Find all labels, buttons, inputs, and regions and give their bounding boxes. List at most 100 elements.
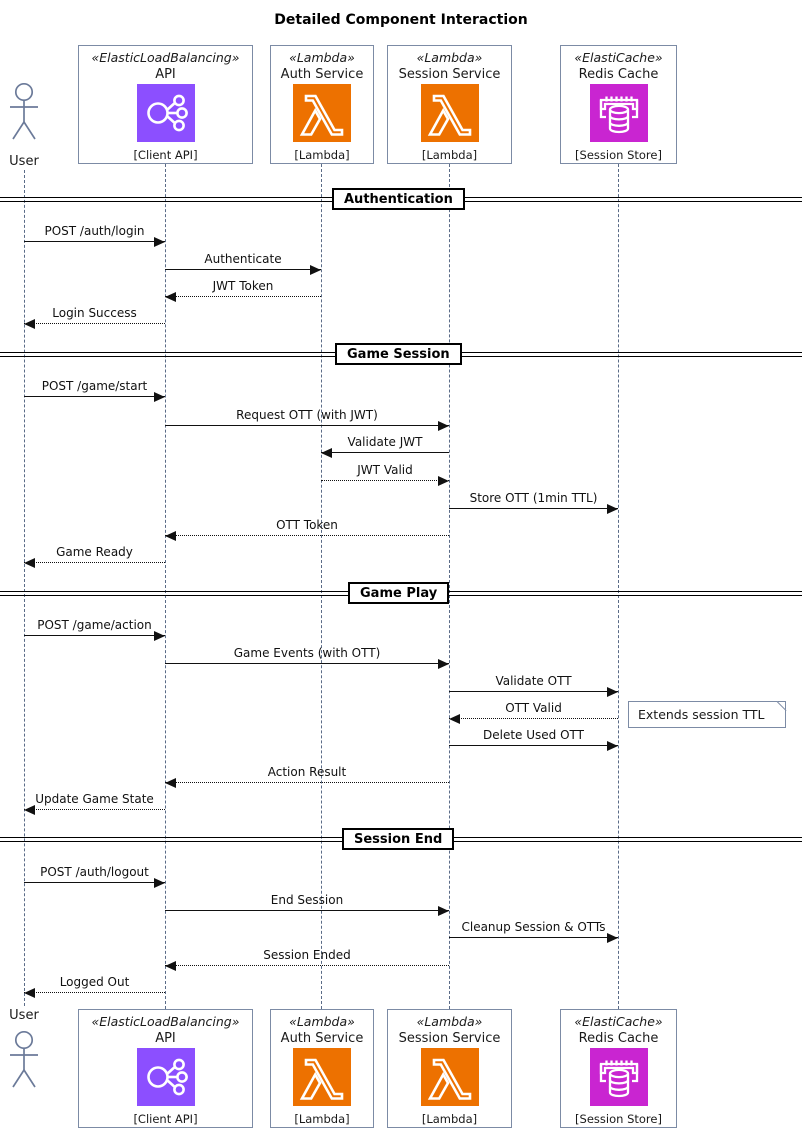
- actor-user-head[interactable]: [6, 81, 42, 147]
- message-arrowhead-3: [24, 319, 35, 329]
- message-arrowhead-1: [310, 265, 321, 275]
- message-line-9: [165, 535, 449, 536]
- message-label-13: Validate OTT: [495, 674, 572, 688]
- participant-tech-label: [Lambda]: [294, 148, 350, 162]
- lifeline-session: [449, 164, 450, 1009]
- message-arrowhead-8: [607, 504, 618, 514]
- aws-lambda-icon: [293, 84, 351, 146]
- participant-session-head[interactable]: «Lambda» Session Service [Lambda]: [387, 45, 512, 164]
- participant-stereotype: «ElasticLoadBalancing»: [91, 50, 240, 65]
- actor-stick-figure-icon: [10, 1030, 38, 1088]
- message-label-19: End Session: [270, 893, 344, 907]
- elastic-load-balancing-icon: [136, 1048, 195, 1106]
- message-label-14: OTT Valid: [505, 701, 562, 715]
- message-line-7: [321, 480, 449, 481]
- participant-api-head[interactable]: «ElasticLoadBalancing» API [Client API]: [78, 45, 253, 164]
- elasticache-redis-icon: [589, 84, 648, 142]
- participant-session-foot[interactable]: «Lambda» Session Service [Lambda]: [387, 1009, 512, 1128]
- message-line-3: [24, 323, 165, 324]
- participant-name: Session Service: [398, 1031, 501, 1046]
- message-arrowhead-17: [24, 805, 35, 815]
- message-arrowhead-9: [165, 531, 176, 541]
- message-arrowhead-12: [438, 659, 449, 669]
- actor-stick-figure-icon: [10, 82, 38, 140]
- message-arrowhead-14: [449, 714, 460, 724]
- message-arrowhead-6: [321, 448, 332, 458]
- message-label-8: Store OTT (1min TTL): [469, 491, 598, 505]
- participant-redis-foot[interactable]: «ElastiCache»Redis Cache [Session Store]: [560, 1009, 677, 1128]
- lifeline-api: [165, 164, 166, 1009]
- message-line-13: [449, 691, 618, 692]
- message-line-10: [24, 562, 165, 563]
- divider-label-3: Session End: [342, 828, 455, 850]
- aws-lambda-icon: [293, 1048, 351, 1106]
- message-arrowhead-22: [24, 988, 35, 998]
- divider-label-1: Game Session: [335, 343, 462, 365]
- participant-tech-label: [Lambda]: [421, 148, 478, 162]
- message-label-9: OTT Token: [276, 518, 338, 532]
- participant-api-foot[interactable]: «ElasticLoadBalancing»API [Client API]: [78, 1009, 253, 1128]
- message-line-4: [24, 396, 165, 397]
- aws-lambda-icon: [420, 1048, 479, 1106]
- message-label-21: Session Ended: [263, 948, 351, 962]
- message-arrowhead-21: [165, 961, 176, 971]
- message-line-16: [165, 782, 449, 783]
- participant-name: API: [155, 1031, 176, 1046]
- participant-stereotype: «Lambda»: [289, 50, 355, 65]
- participant-name: Auth Service: [280, 1031, 364, 1046]
- participant-stereotype: «ElastiCache»: [574, 50, 663, 65]
- message-label-12: Game Events (with OTT): [233, 646, 381, 660]
- message-arrowhead-20: [607, 933, 618, 943]
- message-arrowhead-4: [154, 392, 165, 402]
- message-line-0: [24, 241, 165, 242]
- elastic-load-balancing-icon: [136, 1048, 195, 1110]
- elasticache-redis-icon: [589, 1048, 648, 1110]
- message-label-5: Request OTT (with JWT): [236, 408, 378, 422]
- message-arrowhead-18: [154, 878, 165, 888]
- actor-user-foot[interactable]: [6, 1029, 42, 1095]
- message-label-18: POST /auth/logout: [40, 865, 149, 879]
- actor-label-user-foot: User: [9, 1008, 39, 1023]
- elasticache-redis-icon: [589, 1048, 648, 1106]
- note-fold-corner: [777, 701, 786, 710]
- aws-lambda-icon: [420, 84, 479, 142]
- participant-auth-head[interactable]: «Lambda»Auth Service [Lambda]: [270, 45, 374, 164]
- message-line-17: [24, 809, 165, 810]
- page-title: Detailed Component Interaction: [274, 12, 528, 28]
- message-line-18: [24, 882, 165, 883]
- divider-label-0: Authentication: [332, 188, 465, 210]
- message-label-3: Login Success: [52, 306, 137, 320]
- message-line-8: [449, 508, 618, 509]
- message-label-11: POST /game/action: [37, 618, 152, 632]
- message-line-11: [24, 635, 165, 636]
- elastic-load-balancing-icon: [136, 84, 195, 146]
- lifeline-user: [24, 170, 25, 1006]
- participant-stereotype: «Lambda»: [416, 50, 483, 65]
- lifeline-redis: [618, 164, 619, 1009]
- message-label-4: POST /game/start: [41, 379, 148, 393]
- message-arrowhead-11: [154, 631, 165, 641]
- participant-redis-head[interactable]: «ElastiCache»Redis Cache [Session Store]: [560, 45, 677, 164]
- aws-lambda-icon: [420, 84, 479, 146]
- elasticache-redis-icon: [589, 84, 648, 146]
- participant-name: API: [155, 67, 176, 82]
- aws-lambda-icon: [293, 1048, 351, 1110]
- message-label-7: JWT Valid: [357, 463, 413, 477]
- participant-stereotype: «Lambda»: [416, 1014, 483, 1029]
- participant-auth-foot[interactable]: «Lambda»Auth Service [Lambda]: [270, 1009, 374, 1128]
- participant-tech-label: [Lambda]: [421, 1112, 478, 1126]
- message-arrowhead-10: [24, 558, 35, 568]
- message-line-15: [449, 745, 618, 746]
- message-label-1: Authenticate: [204, 252, 282, 266]
- participant-tech-label: [Client API]: [133, 148, 198, 162]
- participant-name: Session Service: [398, 67, 501, 82]
- elastic-load-balancing-icon: [136, 84, 195, 142]
- message-arrowhead-7: [438, 476, 449, 486]
- message-label-17: Update Game State: [35, 792, 154, 806]
- message-line-14: [449, 718, 618, 719]
- note-0: Extends session TTL: [628, 701, 786, 728]
- message-arrowhead-13: [607, 687, 618, 697]
- message-line-21: [165, 965, 449, 966]
- actor-label-user-head: User: [9, 154, 39, 169]
- message-line-22: [24, 992, 165, 993]
